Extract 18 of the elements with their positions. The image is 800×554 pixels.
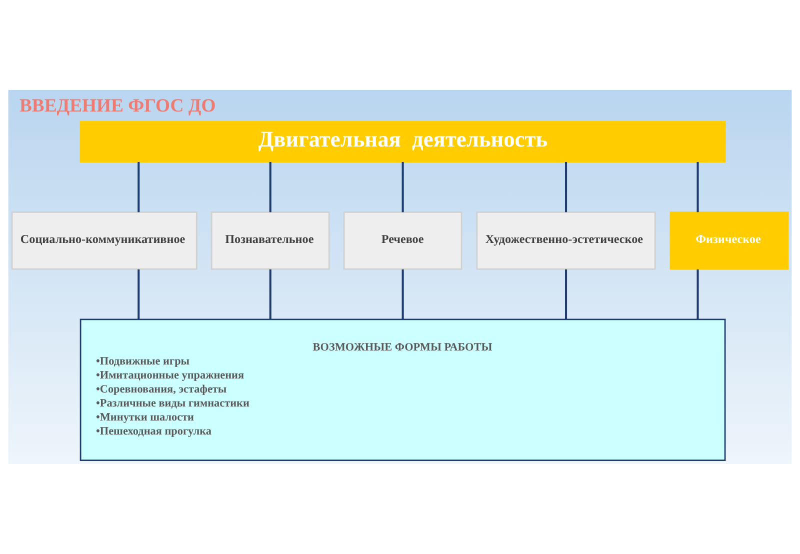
connector bbox=[269, 269, 272, 320]
connector bbox=[138, 162, 140, 212]
node-box: Социально-коммуникативное bbox=[11, 211, 198, 270]
connector bbox=[696, 269, 699, 320]
connector bbox=[402, 269, 404, 320]
connector bbox=[402, 162, 404, 212]
connector bbox=[565, 269, 568, 320]
connector bbox=[565, 162, 568, 212]
node-box: ВОЗМОЖНЫЕ ФОРМЫ РАБОТЫ •Подвижные игры •Имитационные упражнения •Соревнования, эстафеты •Различные виды гимнастики •Минутки шалости •Пешеходная прогулка bbox=[80, 318, 726, 461]
node-box: Физическое bbox=[670, 211, 789, 270]
node-box: Двигательная деятельность bbox=[80, 121, 726, 163]
connector bbox=[138, 269, 140, 320]
connector bbox=[696, 162, 699, 212]
node-box: Художественно-эстетическое bbox=[476, 211, 656, 270]
node-box: Речевое bbox=[343, 211, 462, 270]
connector bbox=[269, 162, 272, 212]
node-box: Познавательное bbox=[210, 211, 330, 270]
diagram-title: ВВЕДЕНИЕ ФГОС ДО bbox=[19, 95, 216, 116]
